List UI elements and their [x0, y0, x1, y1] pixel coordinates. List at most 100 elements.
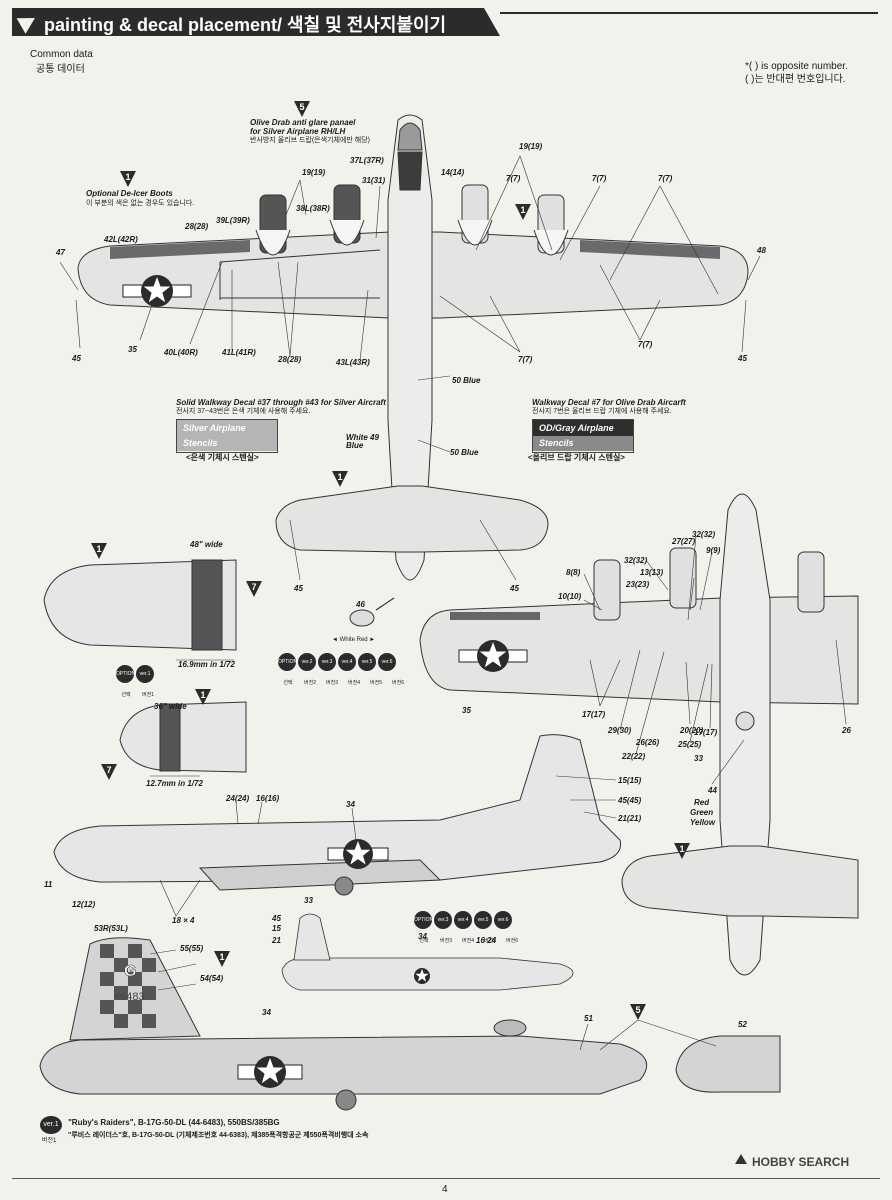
walkway-silver-note: Solid Walkway Decal #37 through #43 for … — [176, 398, 386, 407]
cowl-detail-48 — [43, 559, 237, 661]
chip-ver2: ver.2 — [298, 653, 316, 671]
walkway-od-note: Walkway Decal #7 for Olive Drab Aircarft — [532, 398, 686, 407]
num-35a: 35 — [128, 345, 137, 354]
chip-label: 선택 — [283, 680, 293, 686]
num-14: 14(14) — [441, 168, 465, 177]
chip-ver4: ver.4 — [454, 911, 472, 929]
checker-tail — [100, 944, 156, 1028]
version1-badge: ver.1 — [40, 1116, 62, 1134]
num-7d: 7(7) — [518, 355, 533, 364]
chip-label: 버전6 — [506, 938, 518, 944]
num-51: 51 — [584, 1014, 593, 1023]
chip-label: 버전4 — [348, 680, 360, 686]
side-view — [53, 734, 622, 891]
num-46: 46 — [356, 600, 365, 609]
common-data-label-ko: 공통 데이터 — [36, 64, 85, 75]
num-52: 52 — [738, 1020, 747, 1029]
opposite-note-ko: ( )는 반대편 번호입니다. — [745, 74, 846, 85]
num-21b: 21 — [272, 936, 281, 945]
num-54: 54(54) — [200, 974, 224, 983]
star-insignia-side — [327, 839, 389, 869]
chip-ver5: ver.5 — [358, 653, 376, 671]
num-45e: 45(45) — [618, 796, 642, 805]
num-42: 42L(42R) — [104, 235, 138, 244]
num-47: 47 — [56, 248, 65, 257]
num-45d: 45 — [510, 584, 519, 593]
chip-ver3: ver.3 — [318, 653, 336, 671]
num-45a: 45 — [72, 354, 81, 363]
tail-letter: G — [124, 963, 136, 980]
num-33a: 33 — [694, 754, 703, 763]
item-46 — [349, 597, 395, 627]
version1-caption-ko: "루비스 레이더스"호, B-17G-50-DL (기체제조번호 44-6383… — [68, 1132, 369, 1139]
num-45b: 45 — [738, 354, 747, 363]
num-34a: 34 — [346, 800, 355, 809]
num-28a: 28(28) — [185, 222, 209, 231]
tailplane-top — [275, 485, 549, 553]
num-24: 24(24) — [226, 794, 250, 803]
num-20: 20(20) — [680, 726, 704, 735]
num-41: 41L(41R) — [222, 348, 256, 357]
color-red: Red — [694, 798, 710, 807]
star-insignia-top — [122, 275, 192, 307]
x4-label: 18 × 4 — [172, 916, 195, 925]
num-10: 10(10) — [558, 592, 582, 601]
wide48-label: 48" wide — [190, 540, 223, 549]
tail-serial: 46483 — [114, 991, 145, 1003]
num-23: 23(23) — [626, 580, 650, 589]
header-bar — [12, 8, 500, 36]
fuselage-top — [387, 114, 433, 581]
num-35b: 35 — [462, 706, 471, 715]
chip-label: 버전5 — [370, 680, 382, 686]
wide36-label: 36" wide — [154, 702, 187, 711]
num-8: 8(8) — [566, 568, 581, 577]
deicer-callout-ko: 이 부분의 색은 없는 경우도 있습니다. — [86, 200, 195, 207]
color-green: Green — [690, 808, 714, 817]
od-stencil-ko: <올리브 드랍 기체시 스텐실> — [528, 453, 625, 462]
chip-label: 버전3 — [440, 938, 452, 944]
num-37: 37L(37R) — [350, 156, 384, 165]
chip-label-option: 선택 — [121, 692, 131, 698]
num-53: 53R(53L) — [94, 924, 128, 933]
footer-rule — [12, 1178, 880, 1179]
num-11: 11 — [44, 880, 53, 889]
chip-option: OPTION — [278, 653, 297, 671]
num-49-blue: Blue — [346, 441, 364, 450]
num-12: 12(12) — [72, 900, 96, 909]
num-38: 38L(38R) — [296, 204, 330, 213]
num-7b: 7(7) — [592, 174, 607, 183]
common-data-label: Common data — [30, 49, 93, 60]
watermark: HOBBY SEARCH — [752, 1155, 850, 1169]
deicer-callout: Optional De-Icer Boots — [86, 189, 173, 198]
num-16-24: 16 24 — [476, 936, 497, 945]
num-16: 16(16) — [256, 794, 280, 803]
olive-callout-ko: 반사방지 올리브 드랍(은색기체에만 해당) — [250, 137, 370, 144]
white-red-label: ◄ White Red ► — [332, 637, 376, 643]
chip-label: 버전2 — [304, 680, 316, 686]
chip-label: 버전6 — [392, 680, 404, 686]
walkway-od-note-ko: 전사지 7번은 올리브 드랍 기체에 사용해 주세요. — [532, 408, 672, 415]
num-25: 25(25) — [678, 740, 702, 749]
num-31: 31(31) — [362, 176, 386, 185]
num-26a: 26(26) — [636, 738, 660, 747]
mm169-label: 16.9mm in 1/72 — [178, 660, 235, 669]
od-stencil-line2: Stencils — [533, 436, 633, 451]
num-17b: 17(17) — [694, 728, 718, 737]
od-stencil-swatch: OD/Gray Airplane Stencils — [532, 419, 634, 453]
mm127-label: 12.7mm in 1/72 — [146, 779, 203, 788]
num-50a: 50 Blue — [452, 376, 481, 385]
chip-label: 버전4 — [462, 938, 474, 944]
version1-caption: "Ruby's Raiders", B-17G-50-DL (44-6483),… — [68, 1118, 280, 1127]
num-45c: 45 — [294, 584, 303, 593]
num-17a: 17(17) — [582, 710, 606, 719]
header-rule — [500, 12, 878, 14]
page-title: painting & decal placement/ 색칠 및 전사지붙이기 — [44, 15, 447, 35]
num-29: 29(30) — [608, 726, 632, 735]
num-27: 27(27) — [672, 537, 696, 546]
num-48: 48 — [757, 246, 766, 255]
silver-stencil-ko: <은색 기체시 스텐실> — [186, 453, 259, 462]
silver-stencil-swatch: Silver Airplane Stencils — [176, 419, 278, 453]
